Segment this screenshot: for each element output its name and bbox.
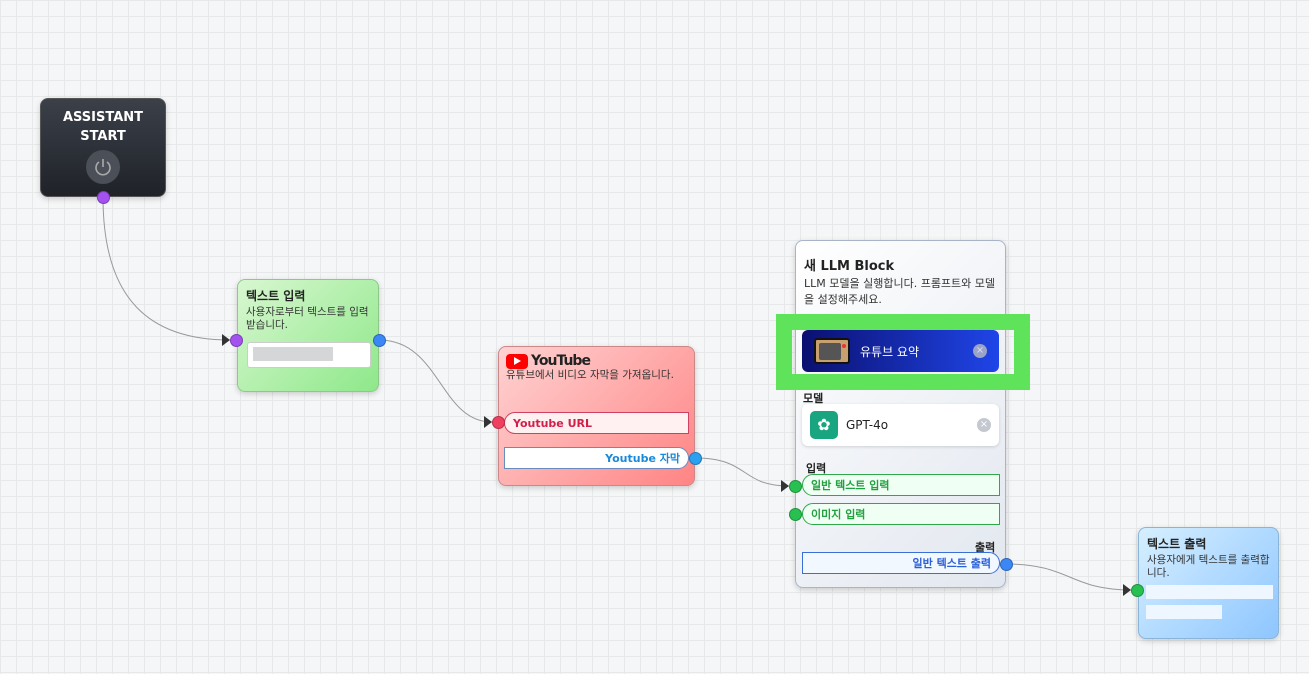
text-input-node[interactable]: 텍스트 입력 사용자로부터 텍스트를 입력받습니다.: [237, 279, 379, 392]
llm-text-input[interactable]: 일반 텍스트 입력: [802, 474, 1000, 496]
text-output-input-arrow: [1123, 584, 1131, 596]
edge-youtube-to-llm: [694, 457, 790, 487]
model-name: GPT-4o: [846, 418, 889, 432]
text-output-line-2: [1146, 605, 1222, 619]
model-label: 모델: [803, 392, 824, 405]
text-input-input-arrow: [222, 334, 230, 346]
highlight-box: [776, 314, 1030, 390]
youtube-description: 유튜브에서 비디오 자막을 가져옵니다.: [506, 369, 674, 381]
youtube-logo: YouTube: [506, 353, 687, 369]
llm-image-input[interactable]: 이미지 입력: [802, 503, 1000, 525]
text-output-line-1: [1146, 585, 1273, 599]
llm-title: 새 LLM Block: [804, 259, 895, 274]
prompt-name: 유튜브 요약: [860, 344, 920, 359]
remove-model-icon[interactable]: ×: [977, 418, 991, 432]
remove-prompt-icon[interactable]: ×: [973, 344, 987, 358]
youtube-logo-text: YouTube: [531, 353, 591, 369]
edge-llm-to-text-output: [1005, 563, 1132, 591]
openai-icon: ✿: [810, 411, 838, 439]
text-output-node[interactable]: 텍스트 출력 사용자에게 텍스트를 출력합니다.: [1138, 527, 1279, 639]
llm-text-input-port[interactable]: [789, 480, 802, 493]
text-output-title: 텍스트 출력: [1147, 537, 1207, 551]
text-input-field[interactable]: [247, 342, 371, 368]
llm-description: LLM 모델을 실행합니다. 프롬프트와 모델을 설정해주세요.: [804, 277, 996, 306]
youtube-play-icon: [506, 353, 528, 369]
text-input-description: 사용자로부터 텍스트를 입력받습니다.: [246, 306, 369, 331]
edge-start-to-text-input: [102, 196, 231, 341]
edge-text-input-to-youtube: [378, 339, 493, 423]
start-title-line2: START: [80, 129, 126, 144]
youtube-url-port[interactable]: [492, 416, 505, 429]
assistant-start-node[interactable]: ASSISTANT START: [40, 98, 166, 197]
youtube-url-input[interactable]: Youtube URL: [504, 412, 689, 434]
model-card[interactable]: ✿ GPT-4o ×: [802, 404, 999, 446]
tv-icon: [814, 338, 850, 364]
youtube-subtitle-output[interactable]: Youtube 자막: [504, 447, 689, 469]
llm-image-input-port[interactable]: [789, 508, 802, 521]
text-input-input-port[interactable]: [230, 334, 243, 347]
youtube-input-arrow: [484, 416, 492, 428]
start-title-line1: ASSISTANT: [62, 110, 144, 125]
power-icon[interactable]: [86, 150, 120, 184]
llm-output-port[interactable]: [1000, 558, 1013, 571]
text-input-title: 텍스트 입력: [246, 289, 306, 303]
text-output-input-port[interactable]: [1131, 584, 1144, 597]
input-section-label: 입력: [806, 462, 827, 475]
prompt-card[interactable]: 유튜브 요약 ×: [802, 330, 999, 372]
text-output-description: 사용자에게 텍스트를 출력합니다.: [1147, 554, 1270, 579]
text-input-output-port[interactable]: [373, 334, 386, 347]
start-output-port[interactable]: [97, 191, 110, 204]
llm-text-output[interactable]: 일반 텍스트 출력: [802, 552, 1000, 574]
output-section-label: 출력: [975, 541, 996, 554]
youtube-subtitle-port[interactable]: [689, 452, 702, 465]
llm-input-arrow: [781, 480, 789, 492]
